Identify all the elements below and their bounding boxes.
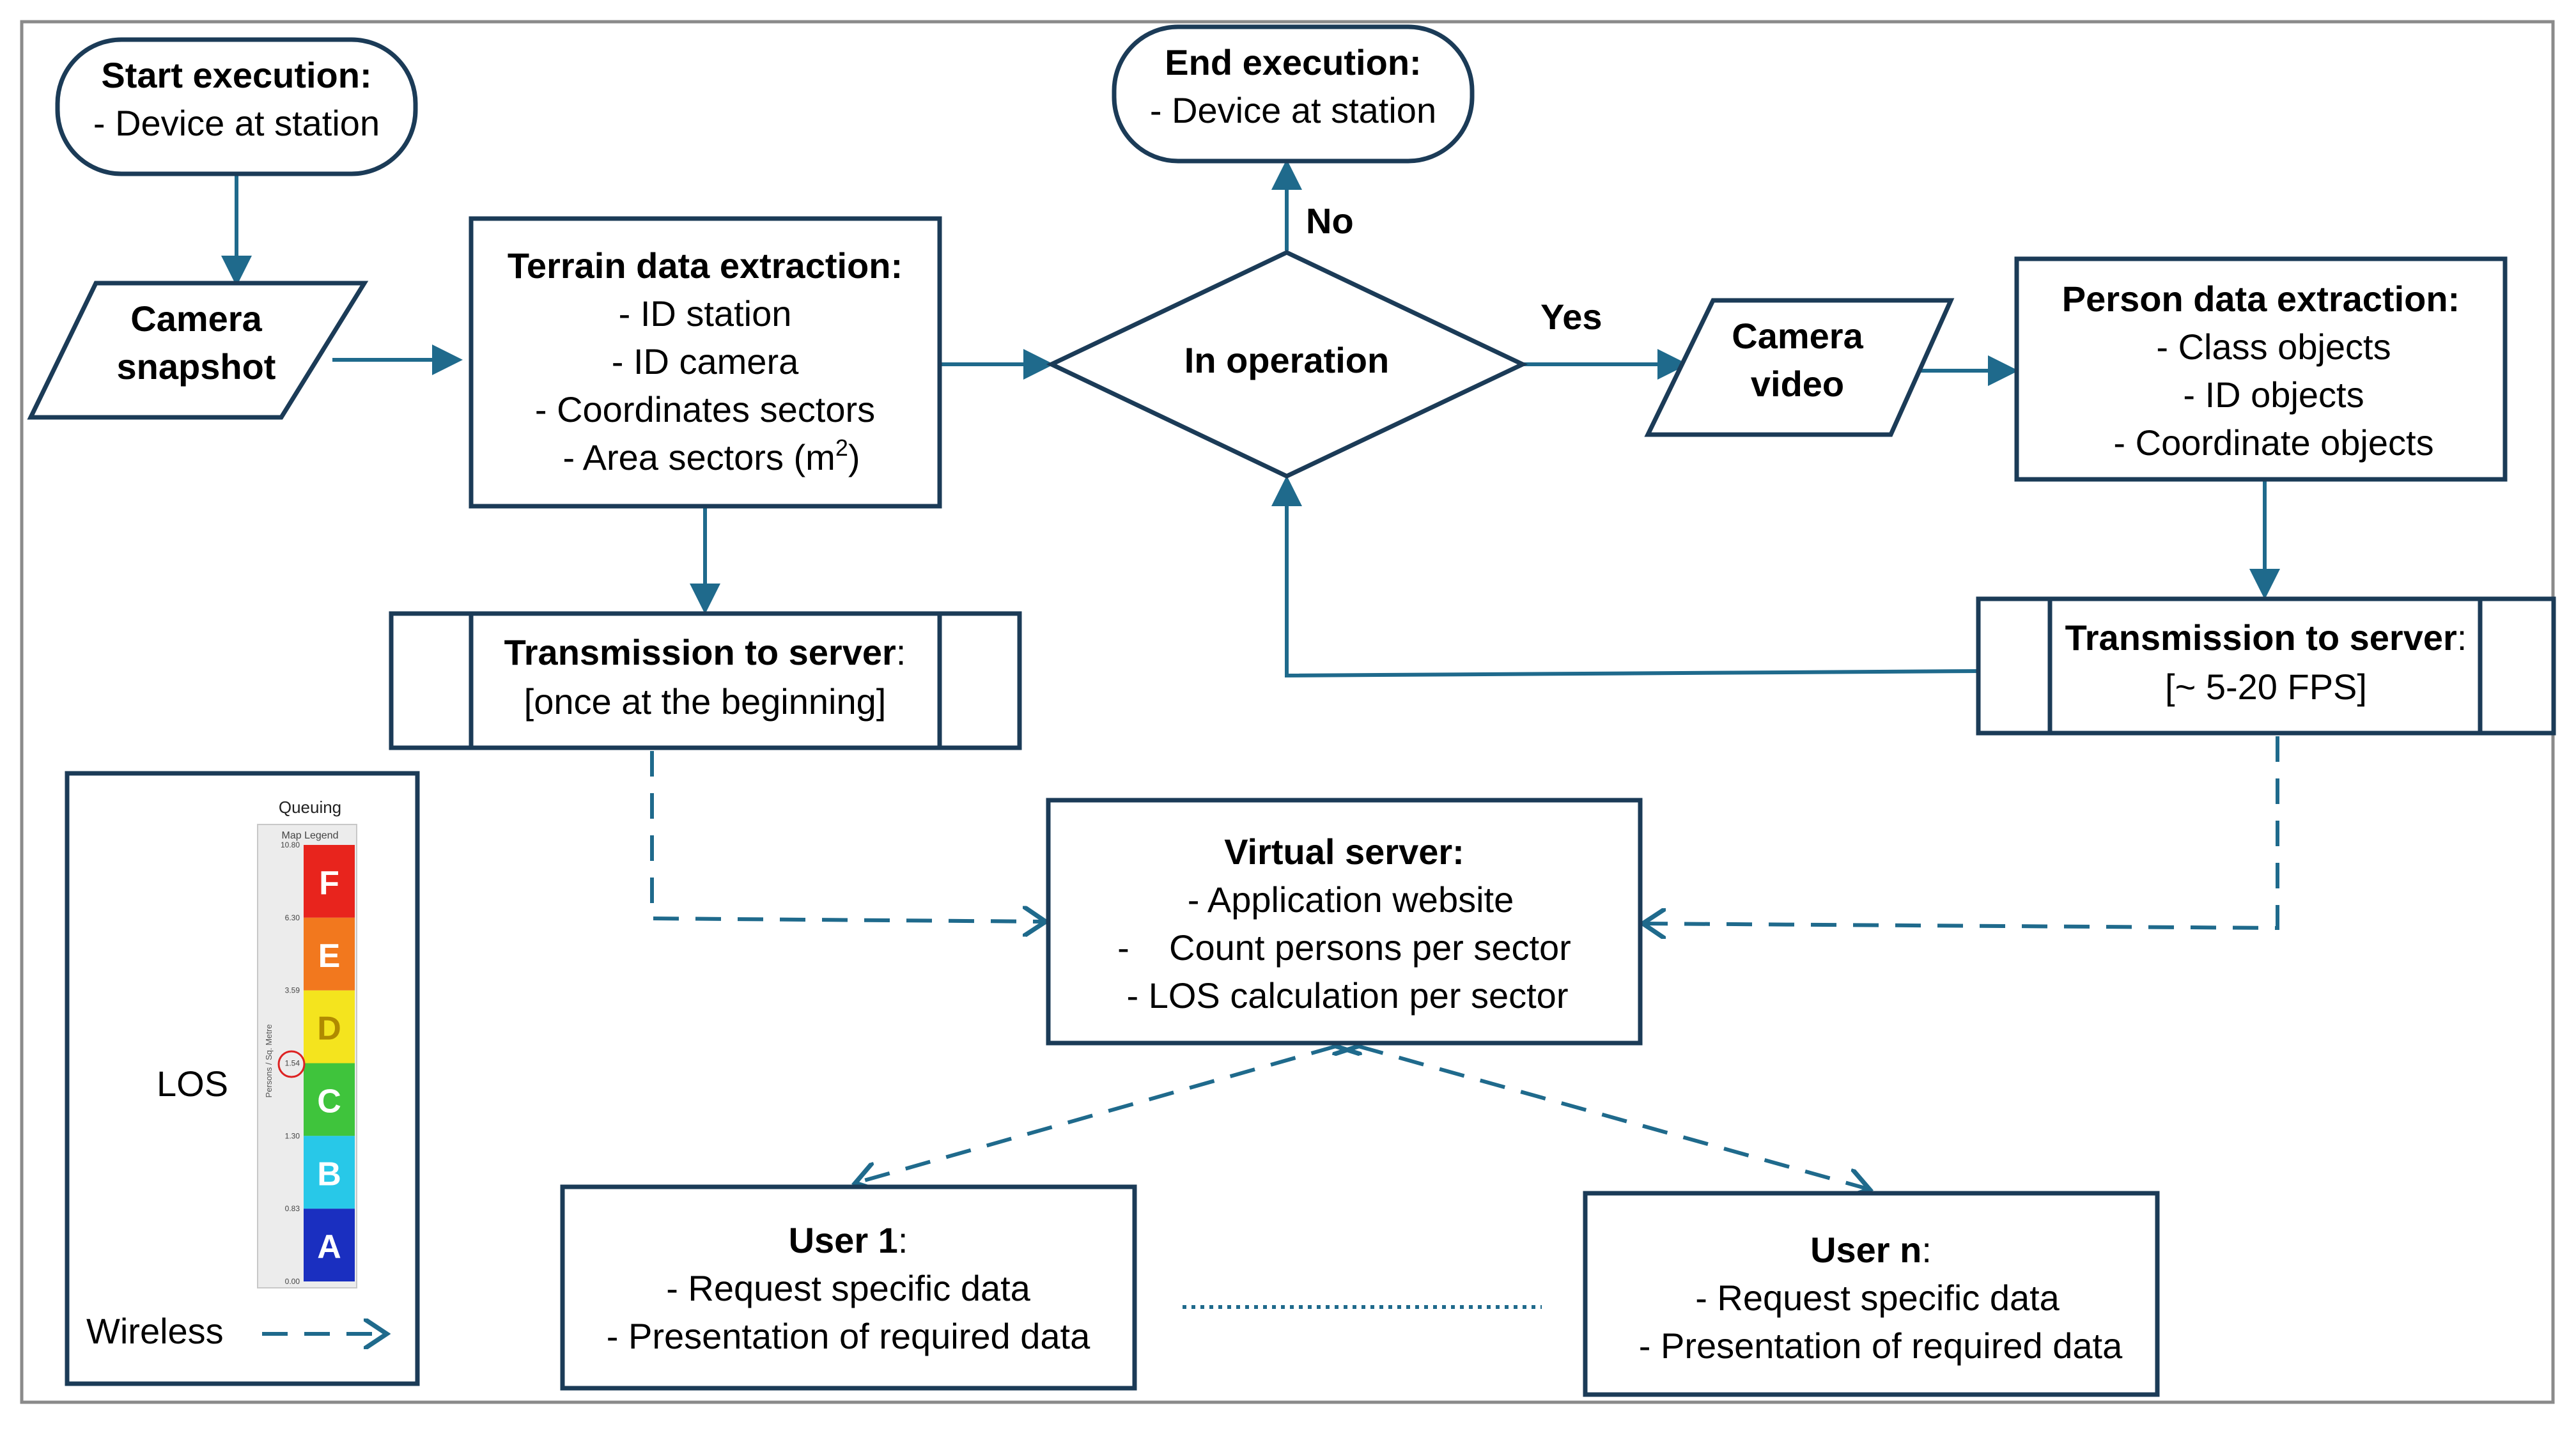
start-line-1: - Device at station — [93, 103, 380, 143]
decision-yes-label: Yes — [1540, 297, 1602, 337]
user1-title: User 1: — [789, 1220, 908, 1260]
camera-video-node: Camera video — [1644, 298, 1955, 437]
legend-los-label: LOS — [157, 1064, 228, 1104]
terrain-line-1: - ID station — [619, 293, 792, 334]
los-level-letter: E — [318, 938, 341, 975]
server-line-2: - Count persons per sector — [1117, 927, 1571, 968]
person-line-2: - ID objects — [2183, 375, 2364, 415]
legend-frame — [65, 771, 420, 1386]
tx-right-title-colon: : — [2457, 617, 2467, 658]
los-queuing-title: Queuing — [279, 798, 341, 817]
usern-line-1: - Request specific data — [1695, 1278, 2060, 1318]
person-title: Person data extraction: — [2062, 279, 2460, 319]
user1-title-colon: : — [898, 1220, 908, 1260]
tx-left-title: Transmission to server: — [504, 632, 906, 672]
server-line-3: - LOS calculation per sector — [1127, 975, 1569, 1016]
terrain-line-2: - ID camera — [612, 341, 799, 382]
los-ticks: 10.80 6.30 3.59 1.54 1.30 0.83 0.00 — [281, 840, 300, 1286]
los-level-f — [304, 845, 355, 918]
los-tick-label: 1.54 — [285, 1059, 300, 1068]
los-level-b — [304, 1136, 355, 1209]
los-tick-label: 1.30 — [285, 1131, 300, 1140]
end-title: End execution: — [1165, 42, 1421, 82]
los-level-letter: B — [317, 1156, 341, 1193]
wireless-tx-right-to-server — [1643, 736, 2279, 928]
decision-no-label: No — [1306, 201, 1354, 241]
los-marker-circle — [277, 1050, 306, 1078]
los-tick-label: 0.83 — [285, 1204, 300, 1213]
user1-line-1: - Request specific data — [666, 1268, 1030, 1308]
los-axis-label: Persons / Sq. Metre — [264, 1025, 274, 1098]
los-level-d — [304, 990, 355, 1064]
start-title: Start execution: — [101, 55, 371, 95]
decision-node: In operation No Yes — [1046, 201, 1602, 479]
server-title: Virtual server: — [1224, 832, 1464, 872]
terrain-area-superscript: 2 — [835, 435, 848, 461]
tx-right-title-text: Transmission to server — [2065, 617, 2457, 658]
start-node: Start execution: - Device at station — [55, 37, 418, 176]
person-line-3: - Coordinate objects — [2113, 422, 2433, 463]
usern-title-text: User n — [1810, 1230, 1921, 1270]
end-line-1: - Device at station — [1150, 90, 1436, 130]
tx-right-line-1: [~ 5-20 FPS] — [2165, 667, 2367, 707]
los-level-a — [304, 1209, 355, 1281]
wireless-tx-left-to-server — [650, 751, 1046, 922]
los-tick-label: 6.30 — [285, 913, 300, 922]
user1-line-2: - Presentation of required data — [607, 1316, 1090, 1356]
camera-snapshot-node: Camera snapshot — [27, 281, 369, 420]
user1-title-text: User 1 — [789, 1220, 898, 1260]
video-line-1: Camera — [1732, 316, 1863, 356]
los-tick-label: 3.59 — [285, 986, 300, 995]
los-tick-label: 0.00 — [285, 1277, 300, 1286]
los-level-letter: C — [317, 1083, 341, 1120]
los-level-letter: F — [319, 865, 339, 902]
arrow-tx-right-back-to-decision — [1271, 476, 1979, 678]
los-level-letter: A — [317, 1228, 341, 1265]
virtual-server-node: Virtual server: - Application website - … — [1046, 798, 1643, 1046]
los-level-letter: D — [317, 1010, 341, 1048]
terrain-area-text: - Area sectors (m — [563, 437, 835, 477]
tx-right-title: Transmission to server: — [2065, 617, 2467, 658]
usern-line-2: - Presentation of required data — [1639, 1326, 2123, 1366]
terrain-line-4: - Area sectors (m2) — [563, 435, 860, 477]
los-level-c — [304, 1063, 355, 1136]
terrain-title: Terrain data extraction: — [508, 245, 903, 286]
user1-node: User 1: - Request specific data - Presen… — [560, 1184, 1137, 1391]
dashed-connectors — [650, 736, 2279, 1309]
video-line-2: video — [1751, 364, 1844, 404]
legend-wireless-label: Wireless — [86, 1311, 224, 1351]
los-map-legend: Map Legend — [282, 830, 339, 841]
tx-left-title-text: Transmission to server — [504, 632, 896, 672]
terrain-area-close: ) — [848, 437, 860, 477]
tx-left-title-colon: : — [896, 632, 906, 672]
person-extraction-node: Person data extraction: - Class objects … — [2014, 256, 2508, 482]
usern-title: User n: — [1810, 1230, 1932, 1270]
wireless-server-to-user1 — [855, 1046, 1336, 1183]
snapshot-line-1: Camera — [130, 298, 262, 339]
terrain-line-3: - Coordinates sectors — [535, 389, 875, 429]
transmission-right-node: Transmission to server: [~ 5-20 FPS] — [1976, 596, 2556, 736]
server-line-1: - Application website — [1188, 879, 1514, 920]
wireless-server-to-usern — [1358, 1046, 1870, 1189]
solid-connectors — [221, 159, 2280, 678]
end-node: End execution: - Device at station — [1112, 24, 1475, 164]
tx-left-line-1: [once at the beginning] — [524, 681, 887, 722]
person-line-1: - Class objects — [2156, 327, 2391, 367]
terrain-extraction-node: Terrain data extraction: - ID station - … — [469, 216, 942, 509]
snapshot-line-2: snapshot — [117, 346, 276, 387]
usern-title-colon: : — [1921, 1230, 1932, 1270]
usern-node: User n: - Request specific data - Presen… — [1583, 1191, 2160, 1397]
los-level-e — [304, 917, 355, 991]
decision-label: In operation — [1184, 340, 1389, 380]
los-tick-label: 10.80 — [281, 840, 300, 849]
transmission-left-node: Transmission to server: [once at the beg… — [389, 611, 1022, 750]
